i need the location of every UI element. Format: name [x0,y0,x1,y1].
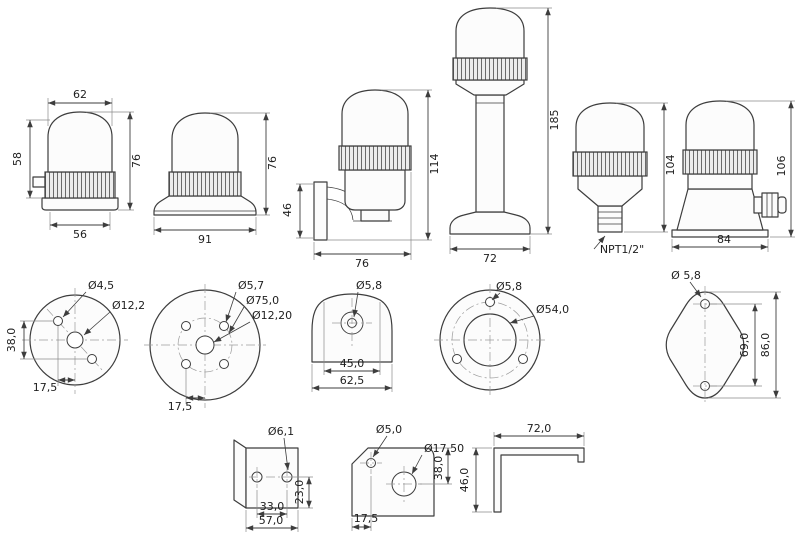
dim-hole-offset: 17,5 [168,400,193,413]
beacon-cone [577,175,643,207]
pole [475,94,505,213]
dim-hole-offset-v: 38,0 [432,456,445,481]
beacon-view-round-base: 76 91 [153,112,279,246]
dim-length-top: 72,0 [527,422,552,435]
bracket-fold [233,439,247,509]
dim-height-left: 46,0 [458,468,471,493]
pedestal [676,188,764,231]
label-hole-dia: Ø5,7 [238,279,264,292]
thread-nipple [597,205,623,233]
beacon-base [153,195,257,216]
beacon-view-thread-mount: 104 NPT1/2" [572,102,677,256]
beacon-base [41,197,119,211]
lens-band [44,171,116,199]
beacon-neck [360,209,390,222]
dim-width-base: 72 [483,252,497,265]
dim-height-total: 106 [775,156,788,177]
label-hole-dia: Ø 5,8 [671,269,701,282]
foot-bracket-top-view: Ø5,8 45,0 62,5 [311,279,393,392]
label-hole-dia: Ø6,1 [268,425,294,438]
dim-hole-offset: 23,0 [293,480,306,505]
dim-height-bracket: 46 [281,203,294,217]
mount-hole [53,316,63,326]
beacon-body [687,173,753,190]
mount-hole [518,354,528,364]
label-bore-dia: Ø54,0 [536,303,569,316]
flange-top-view: Ø5,8 Ø54,0 [434,280,569,396]
dim-width-outer: 62,5 [340,374,365,387]
gland-nut [761,192,779,218]
pole-base [449,211,531,235]
lens-band [338,145,412,171]
dim-width-top: 62 [73,88,87,101]
diamond-plate-top-view: Ø 5,8 69,0 86,0 [665,269,781,404]
lens-band [572,151,648,177]
beacon-view-compact: 62 58 76 56 [11,88,143,241]
mount-hole [181,321,191,331]
dim-depth-total: 76 [355,257,369,270]
dim-height-total: 114 [428,154,441,175]
dim-hole-offset: 17,5 [33,381,58,394]
beacon-view-gland-mount: 106 84 [671,100,795,252]
angle-profile [493,447,585,513]
label-bolt-circle-dia: Ø75,0 [246,294,279,307]
beacon-dome [575,102,645,153]
gland-cap [777,196,787,214]
dim-height-total: 76 [266,156,279,170]
label-center-dia: Ø12,20 [252,309,292,322]
lens-band [452,57,528,81]
cable-entry [32,176,46,188]
dim-height-total: 86,0 [759,333,772,358]
mount-hole [181,359,191,369]
dim-hole-spacing: 69,0 [738,333,751,358]
corner-bracket-front-view: Ø5,0 Ø17,50 38,0 17,5 [351,423,464,531]
label-center-dia: Ø12,2 [112,299,145,312]
thread-label: NPT1/2" [600,243,644,256]
beacon-dome [47,111,113,173]
beacon-dome [455,7,525,59]
dim-hole-offset-h: 17,5 [354,512,379,525]
beacon-view-wall-mount: 46 114 76 [281,89,441,270]
lens-band [682,149,758,175]
beacon-view-pole-mount: 185 72 [449,7,561,265]
dim-hole-spacing: 33,0 [260,500,285,513]
center-hole [195,335,215,355]
dim-width-base: 84 [717,233,731,246]
dim-width-inner: 45,0 [340,357,365,370]
dim-width-bottom: 56 [73,228,87,241]
plate-4hole-top-view: Ø5,7 Ø75,0 Ø12,20 17,5 [144,279,292,413]
dim-hole-spacing: 38,0 [5,328,18,353]
wall-plate [313,181,328,241]
mount-hole [452,354,462,364]
angle-profile-side-view: 72,0 46,0 [458,422,585,513]
label-hole-dia: Ø5,8 [496,280,522,293]
gland-flange [753,196,763,214]
center-hole [66,331,84,349]
dim-width-base: 91 [198,233,212,246]
label-large-hole-dia: Ø17,50 [424,442,464,455]
mount-hole [219,359,229,369]
dim-height-total: 185 [548,110,561,131]
mount-hole [87,354,97,364]
dim-height-body: 58 [11,152,24,166]
l-bracket-front-view: Ø6,1 23,0 33,0 57,0 [233,425,313,532]
dim-height-total: 104 [664,155,677,176]
plate-3hole-top-view: Ø4,5 Ø12,2 38,0 17,5 [5,279,145,394]
dim-height-total: 76 [130,154,143,168]
label-hole-dia: Ø4,5 [88,279,114,292]
lens-band [168,171,242,197]
beacon-dome [341,89,409,147]
beacon-dome [171,112,239,173]
beacon-shoulder [455,79,525,96]
mount-hole [219,321,229,331]
beacon-body [344,169,406,211]
beacon-dome [685,100,755,151]
label-hole-dia: Ø5,8 [356,279,382,292]
dim-width-total: 57,0 [259,514,284,527]
label-small-hole-dia: Ø5,0 [376,423,402,436]
